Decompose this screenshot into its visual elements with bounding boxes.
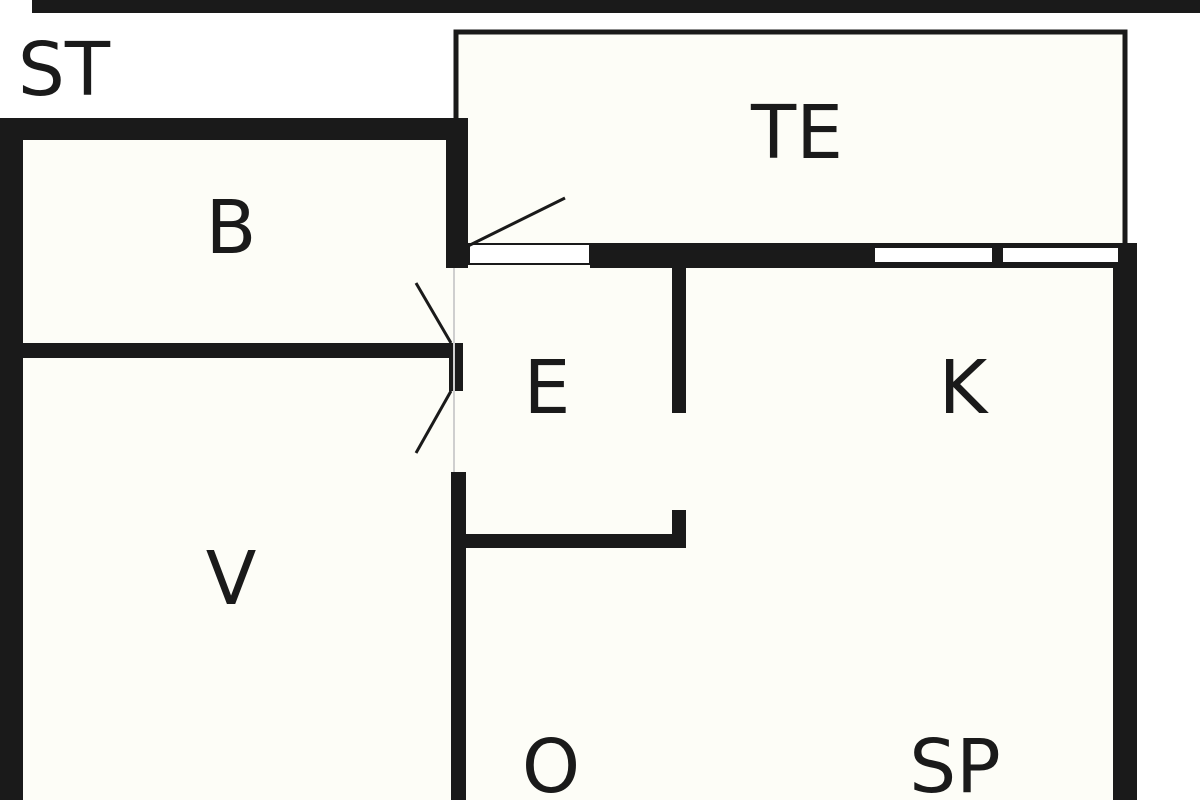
wall-b-v [23,343,463,358]
room-label-o: O [522,724,580,800]
interior-floor [22,138,1115,800]
room-label-sp: SP [909,724,1001,800]
wall-e-o-stub [672,510,686,548]
door-swing-terrace [467,196,566,248]
room-label-e: E [524,345,571,431]
door-swing-b [414,282,453,344]
outer-wall-right [1113,243,1137,800]
window-kitchen-2 [1003,248,1118,262]
door-swing-v [414,390,453,454]
wall-b-e-upper [446,118,468,268]
window-entrance [468,243,591,265]
wall-v-o [451,472,466,800]
room-label-k: K [939,345,990,431]
window-kitchen-1 [875,248,992,262]
outer-wall-left [0,118,23,800]
top-wall [32,0,1200,13]
wall-e-k [672,266,686,413]
room-label-b: B [206,185,257,271]
wall-e-o [463,534,686,548]
room-label-te: TE [750,90,843,176]
room-label-st: ST [18,27,111,113]
outer-wall-top-left [0,118,468,140]
room-label-v: V [206,536,257,622]
wall-stub-bv [449,343,463,391]
